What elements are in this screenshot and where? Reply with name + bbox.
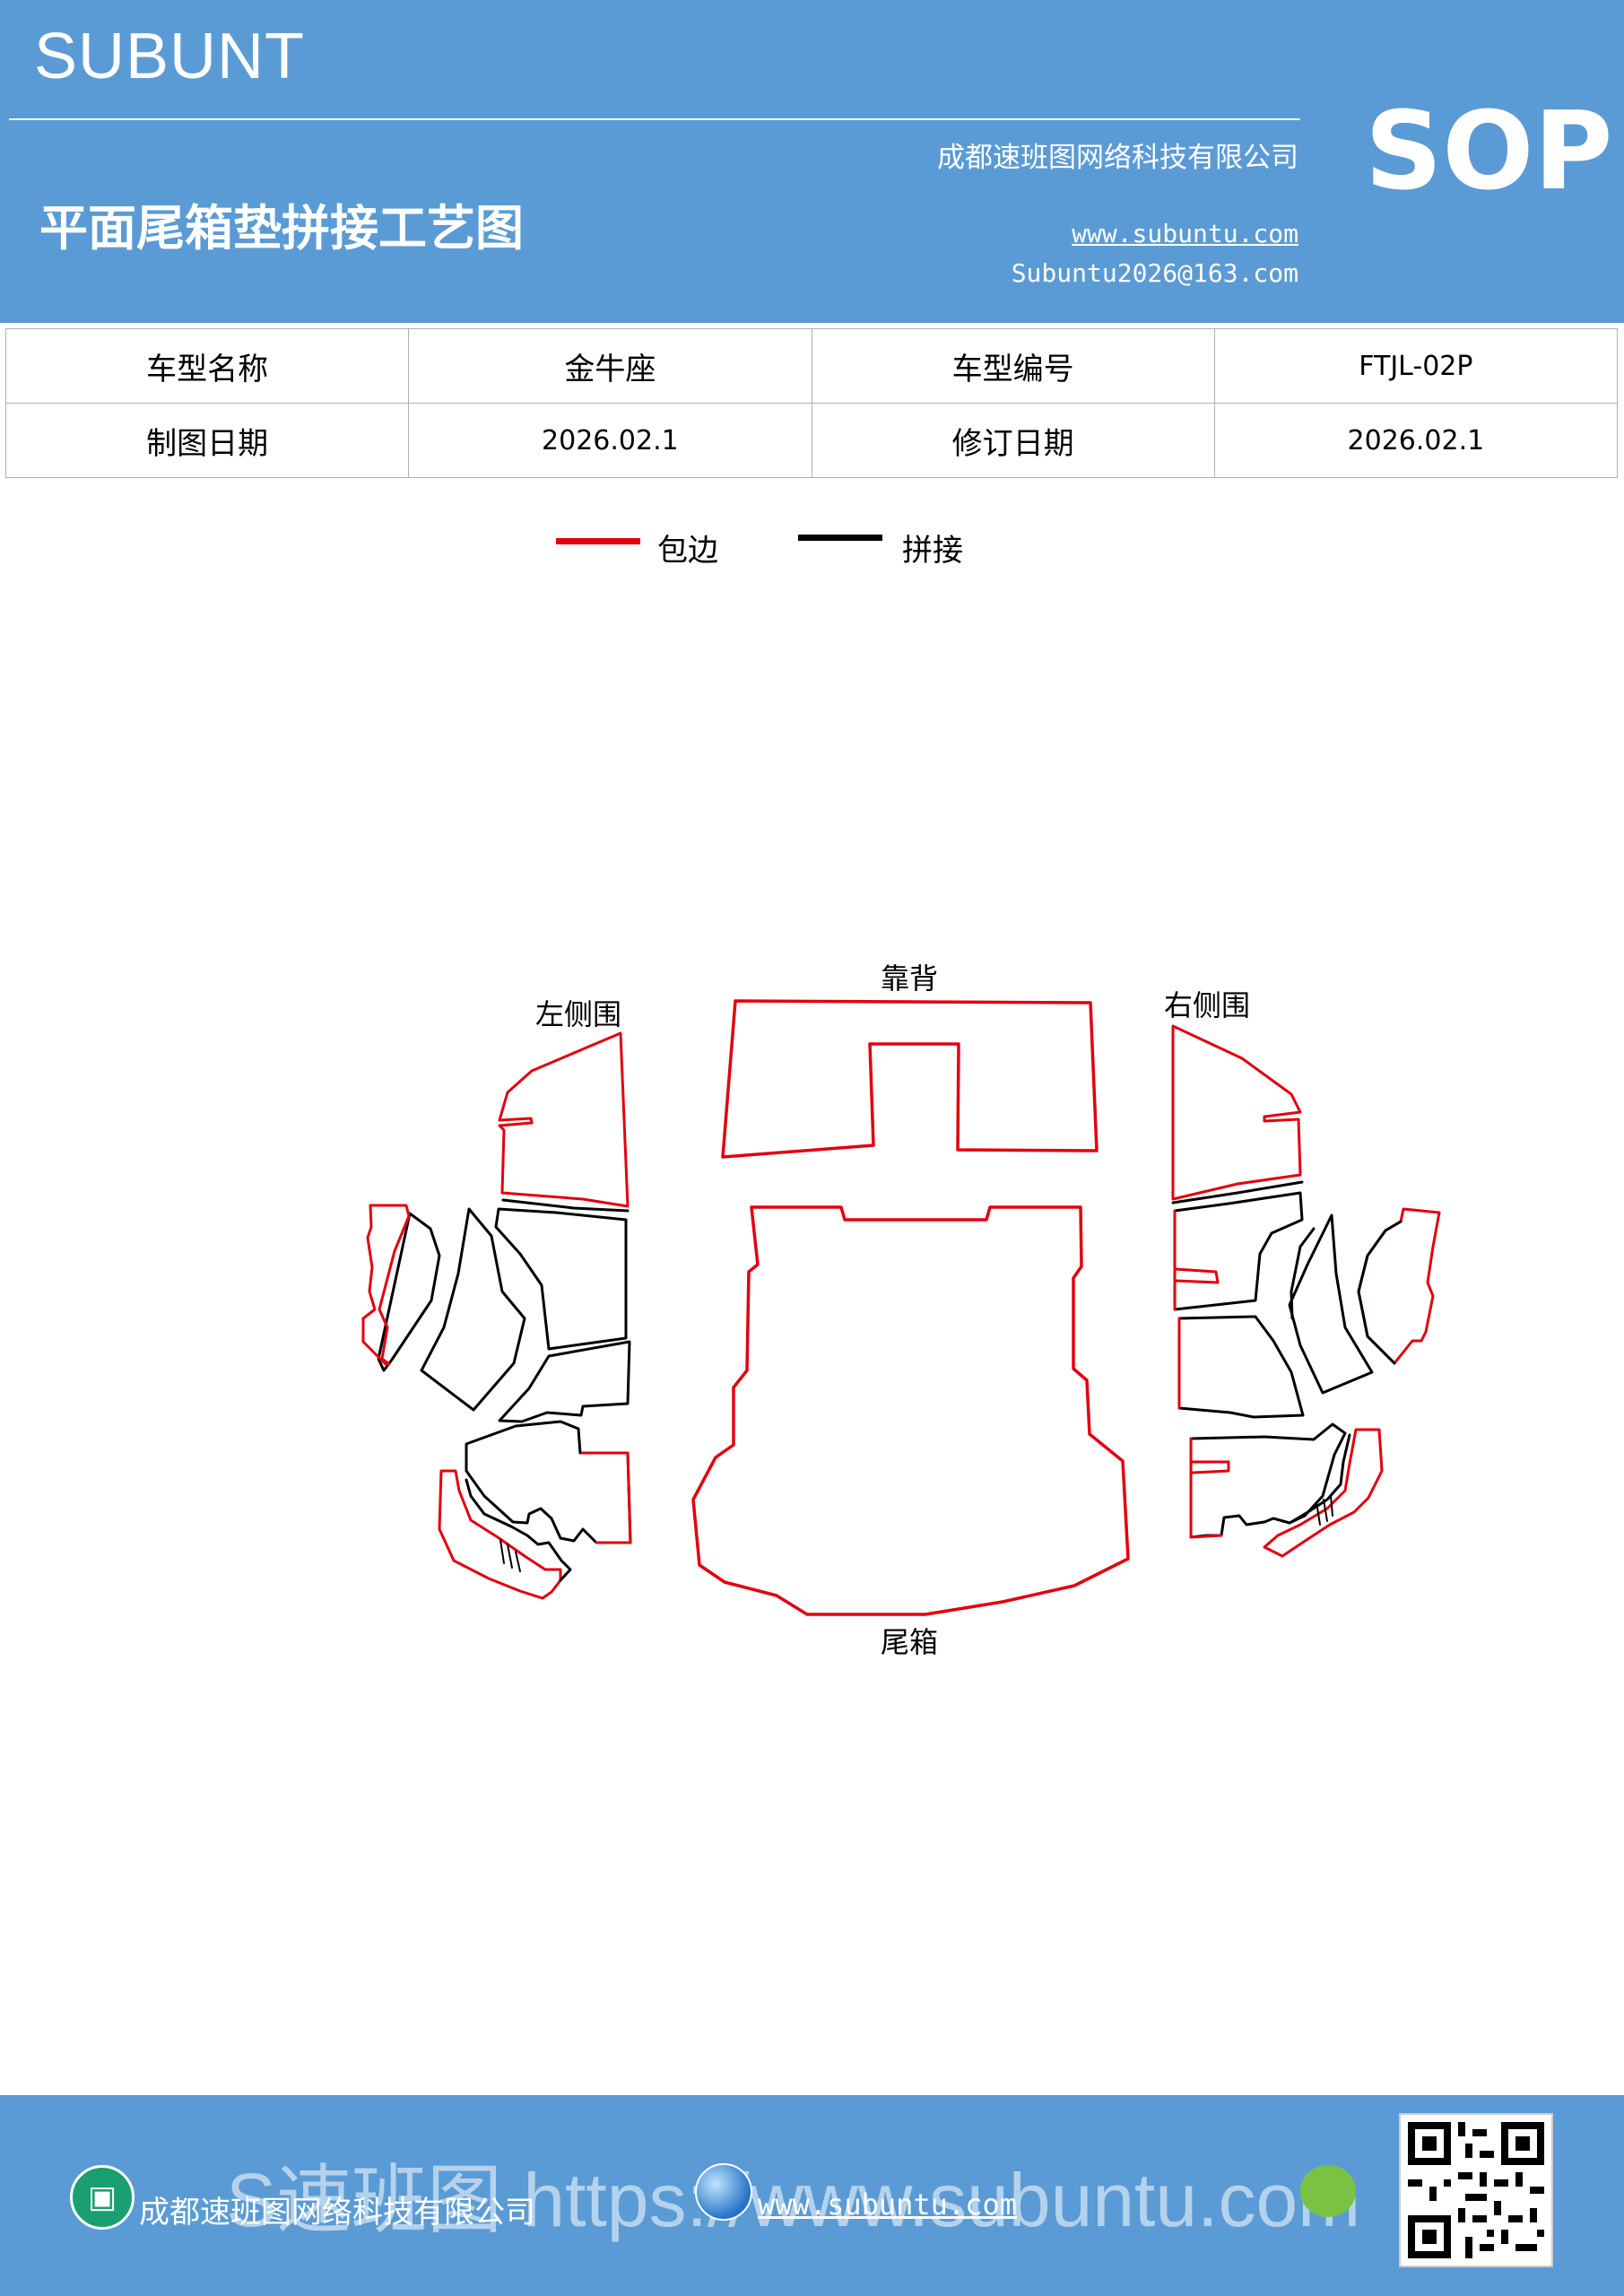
table-cell: 车型编号	[811, 328, 1215, 404]
right-notch-mark	[1316, 1495, 1333, 1526]
wechat-icon	[1300, 2165, 1356, 2217]
table-cell: 制图日期	[4, 403, 410, 478]
legend: 包边 拼接	[0, 520, 1624, 574]
header-banner: SUBUNT 平面尾箱垫拼接工艺图 成都速班图网络科技有限公司 www.subu…	[0, 0, 1624, 323]
left-bottom-seam	[465, 1478, 572, 1582]
left-front-piece-1	[420, 1207, 526, 1412]
label-trunk: 尾箱	[881, 1625, 939, 1659]
right-mid-red-edge	[1173, 1209, 1220, 1311]
left-bottom-piece	[438, 1469, 562, 1600]
email-address[interactable]: Subuntu2026@163.com	[1011, 258, 1298, 288]
right-lower-piece	[1189, 1422, 1347, 1539]
left-lower-red-edge	[580, 1451, 632, 1544]
legend-label-seam: 拼接	[902, 533, 963, 569]
right-front-piece-2	[1290, 1227, 1316, 1320]
right-upper-seam	[1171, 1180, 1304, 1205]
left-mid-piece	[494, 1207, 628, 1351]
footer-company: 成都速班图网络科技有限公司	[139, 2195, 535, 2231]
left-edge-piece	[361, 1204, 411, 1366]
table-cell: 金牛座	[408, 328, 812, 404]
label-left-side: 左侧围	[535, 997, 622, 1031]
legend-swatch-edge	[556, 538, 640, 544]
left-top-piece	[498, 1031, 630, 1208]
table-cell: 车型名称	[4, 328, 410, 404]
left-upper-seam	[501, 1198, 630, 1213]
table-cell: 2026.02.1	[408, 403, 812, 478]
left-notch-mark	[499, 1539, 521, 1572]
company-name: 成都速班图网络科技有限公司	[937, 142, 1298, 174]
left-mid-lower-piece	[498, 1340, 631, 1423]
brand-name: SUBUNT	[34, 21, 306, 92]
globe-icon	[695, 2163, 752, 2221]
right-front-piece-1	[1288, 1213, 1374, 1395]
legend-swatch-seam	[798, 535, 882, 541]
back-panel	[721, 999, 1099, 1159]
footer-watermark: S速班图 https://www.subuntu.com	[226, 2158, 1361, 2242]
right-bottom-seam	[1290, 1433, 1351, 1524]
header-divider	[9, 118, 1300, 120]
info-table: 车型名称 金牛座 车型编号 FTJL-02P 制图日期 2026.02.1 修订…	[4, 328, 1619, 478]
trunk-panel	[691, 1205, 1130, 1616]
right-mid-piece	[1173, 1191, 1304, 1311]
left-lower-piece	[465, 1420, 632, 1544]
table-row: 制图日期 2026.02.1 修订日期 2026.02.1	[4, 403, 1619, 478]
table-cell: FTJL-02P	[1213, 328, 1619, 404]
footer-banner: ▣ S速班图 https://www.subuntu.com 成都速班图网络科技…	[0, 2095, 1624, 2296]
qr-code	[1399, 2113, 1553, 2267]
right-mid-lower-piece	[1177, 1315, 1305, 1419]
document-title: 平面尾箱垫拼接工艺图	[39, 200, 524, 257]
legend-label-edge: 包边	[657, 533, 718, 569]
left-front-piece-2	[377, 1212, 441, 1372]
label-back: 靠背	[881, 961, 939, 996]
right-top-piece	[1171, 1024, 1302, 1201]
footer-website-link[interactable]: www.subuntu.com	[758, 2187, 1017, 2222]
table-cell: 2026.02.1	[1213, 403, 1619, 478]
table-row: 车型名称 金牛座 车型编号 FTJL-02P	[4, 328, 1619, 404]
sop-badge: SOP	[1365, 90, 1613, 214]
building-icon: ▣	[70, 2165, 135, 2230]
label-right-side: 右侧围	[1164, 988, 1251, 1022]
table-cell: 修订日期	[811, 403, 1215, 478]
right-bottom-piece	[1263, 1428, 1384, 1558]
right-edge-seam	[1357, 1220, 1403, 1365]
website-link[interactable]: www.subuntu.com	[1072, 219, 1298, 248]
right-lower-red-edge	[1189, 1437, 1230, 1539]
